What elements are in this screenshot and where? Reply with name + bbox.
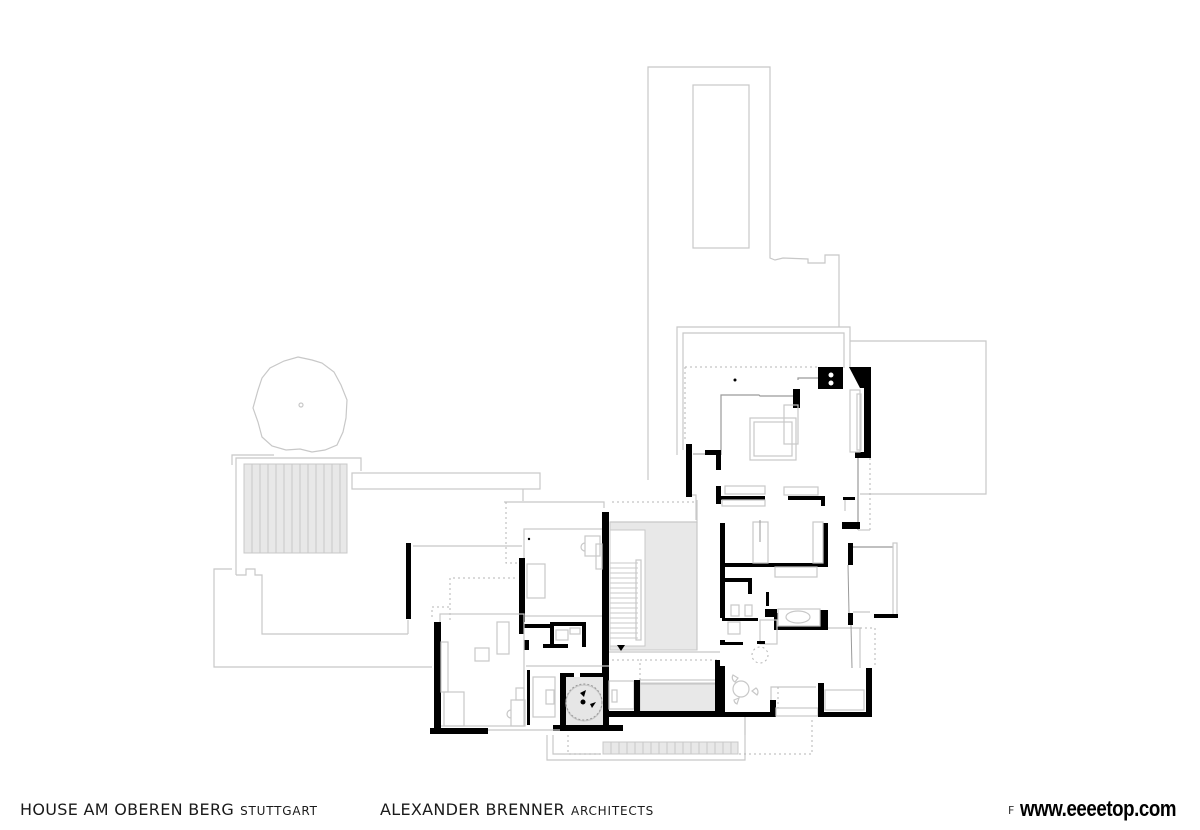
garden-wall <box>406 543 411 619</box>
bedroom-band <box>716 485 860 618</box>
project-city: STUTTGART <box>240 804 318 818</box>
east-balcony <box>847 542 898 625</box>
fireplace <box>749 417 797 461</box>
project-name: HOUSE AM OBEREN BERG <box>20 800 235 819</box>
garden-outlines <box>213 502 522 668</box>
tree-icon <box>252 356 348 453</box>
connecting-lines <box>488 651 746 735</box>
bathtub <box>785 610 811 624</box>
project-caption: HOUSE AM OBEREN BERG STUTTGART <box>20 800 318 819</box>
dining-table <box>732 680 750 698</box>
spiral-stair <box>532 673 623 731</box>
dining-area <box>720 624 876 717</box>
watermark-link[interactable]: www.eeeetop.com <box>1020 796 1177 821</box>
figure-label: F <box>1008 804 1015 817</box>
architect-caption: ALEXANDER BRENNER ARCHITECTS <box>380 800 654 819</box>
pool-area <box>647 66 840 480</box>
pool <box>692 84 750 249</box>
roof-outline <box>676 326 851 455</box>
upper-living <box>686 367 871 533</box>
pergola <box>231 454 605 575</box>
bathroom <box>720 578 828 664</box>
living-room <box>430 613 530 734</box>
south-terrace <box>546 717 813 761</box>
main-stair <box>610 562 638 639</box>
architect-role: ARCHITECTS <box>570 804 655 818</box>
architect-name: ALEXANDER BRENNER <box>380 800 565 819</box>
east-terrace <box>850 340 987 495</box>
left-wing <box>519 512 609 682</box>
courtyard <box>608 659 720 717</box>
stair-hall <box>609 500 698 651</box>
coffee-table <box>474 647 490 662</box>
